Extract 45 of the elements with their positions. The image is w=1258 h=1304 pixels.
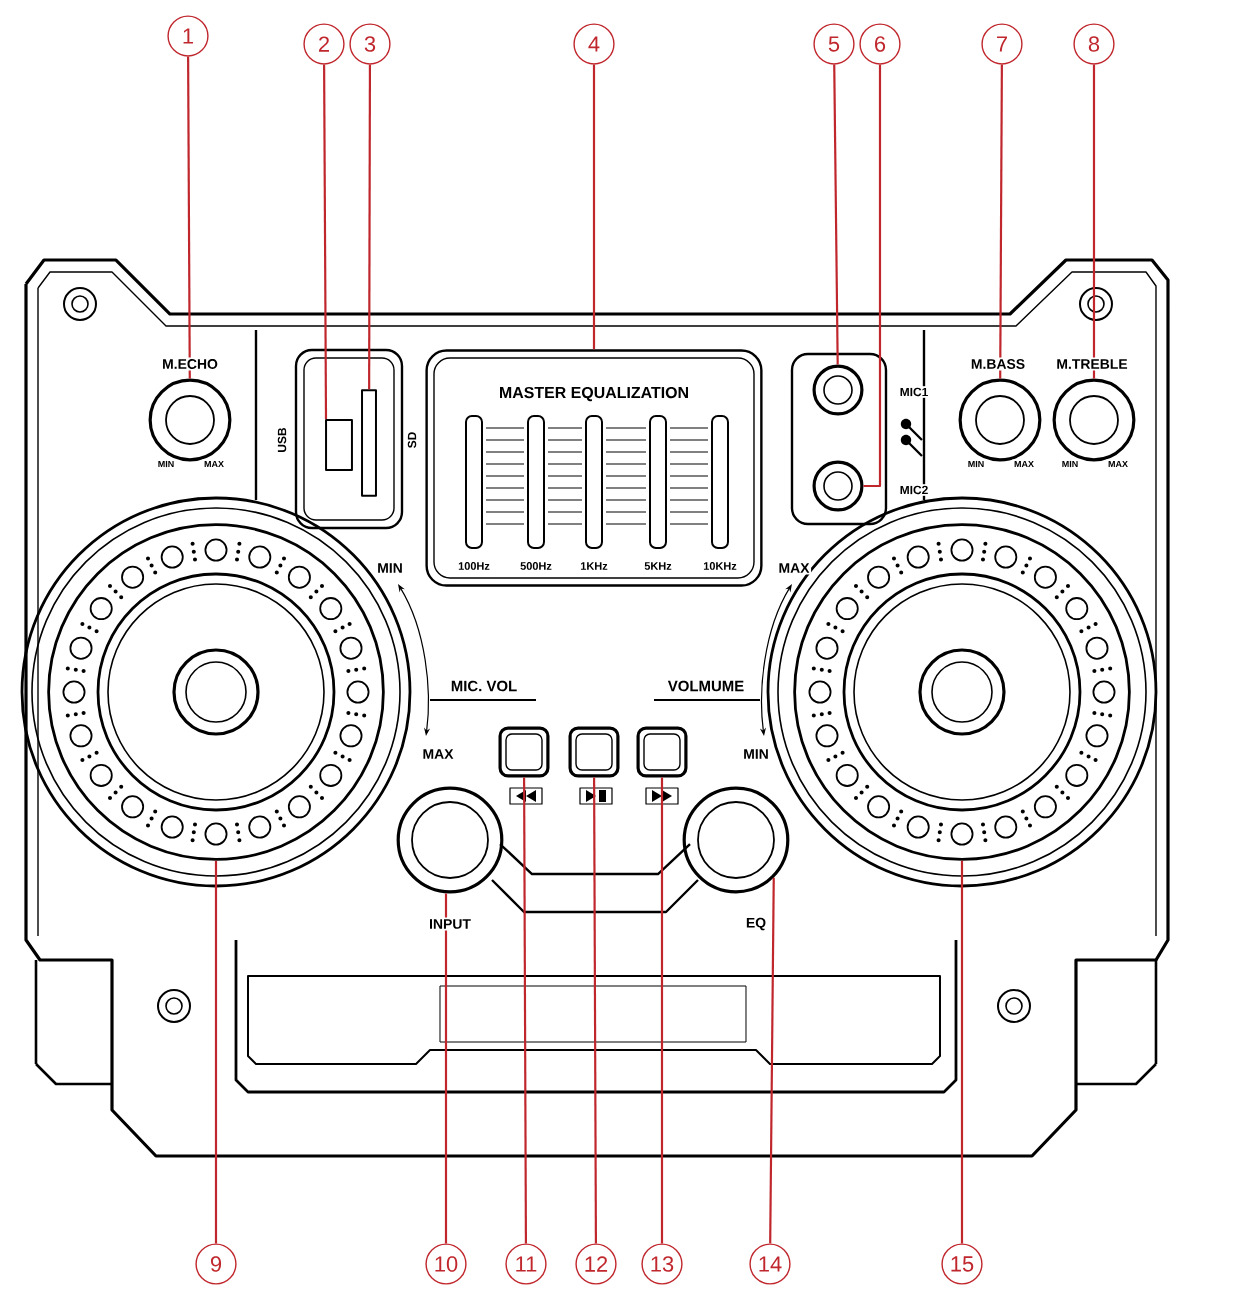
- leader-line: [592, 64, 596, 350]
- callout-number: 11: [505, 1243, 547, 1285]
- knob: [396, 786, 504, 894]
- equalizer-panel: [425, 349, 763, 587]
- leader-line: [368, 64, 372, 390]
- callout-number: 4: [573, 23, 615, 65]
- callout-number: 14: [749, 1243, 791, 1285]
- leader-line: [593, 777, 597, 1244]
- leader-line: [769, 877, 775, 1244]
- callout-number: 3: [349, 23, 391, 65]
- callout-number: 10: [425, 1243, 467, 1285]
- callout-number: 8: [1073, 23, 1115, 65]
- callout-number: 1: [167, 15, 209, 57]
- knob: [148, 378, 232, 462]
- speaker: [766, 496, 1158, 888]
- callout-number: 15: [941, 1243, 983, 1285]
- callout-number: 2: [303, 23, 345, 65]
- callout-number: 9: [195, 1243, 237, 1285]
- leader-line: [660, 777, 664, 1244]
- speaker: [20, 496, 412, 888]
- leader-line: [833, 64, 839, 365]
- leader-line: [1092, 64, 1096, 379]
- leader-line: [863, 64, 882, 488]
- callout-number: 7: [981, 23, 1023, 65]
- knob: [958, 378, 1042, 462]
- push-button: [568, 726, 620, 778]
- leader-line: [214, 860, 218, 1244]
- knob: [682, 786, 790, 894]
- mic-jack: [812, 364, 864, 416]
- leader-line: [187, 56, 191, 379]
- usb-port: [325, 419, 353, 471]
- knob: [1052, 378, 1136, 462]
- callout-number: 5: [813, 23, 855, 65]
- callout-number: 12: [575, 1243, 617, 1285]
- leader-line: [323, 64, 328, 420]
- push-button: [498, 726, 550, 778]
- leader-line: [523, 777, 527, 1244]
- mic-jack: [812, 460, 864, 512]
- leader-line: [960, 860, 964, 1244]
- leader-line: [444, 893, 448, 1244]
- callout-number: 13: [641, 1243, 683, 1285]
- sd-slot: [361, 389, 377, 497]
- push-button: [636, 726, 688, 778]
- leader-line: [999, 64, 1003, 379]
- callout-number: 6: [859, 23, 901, 65]
